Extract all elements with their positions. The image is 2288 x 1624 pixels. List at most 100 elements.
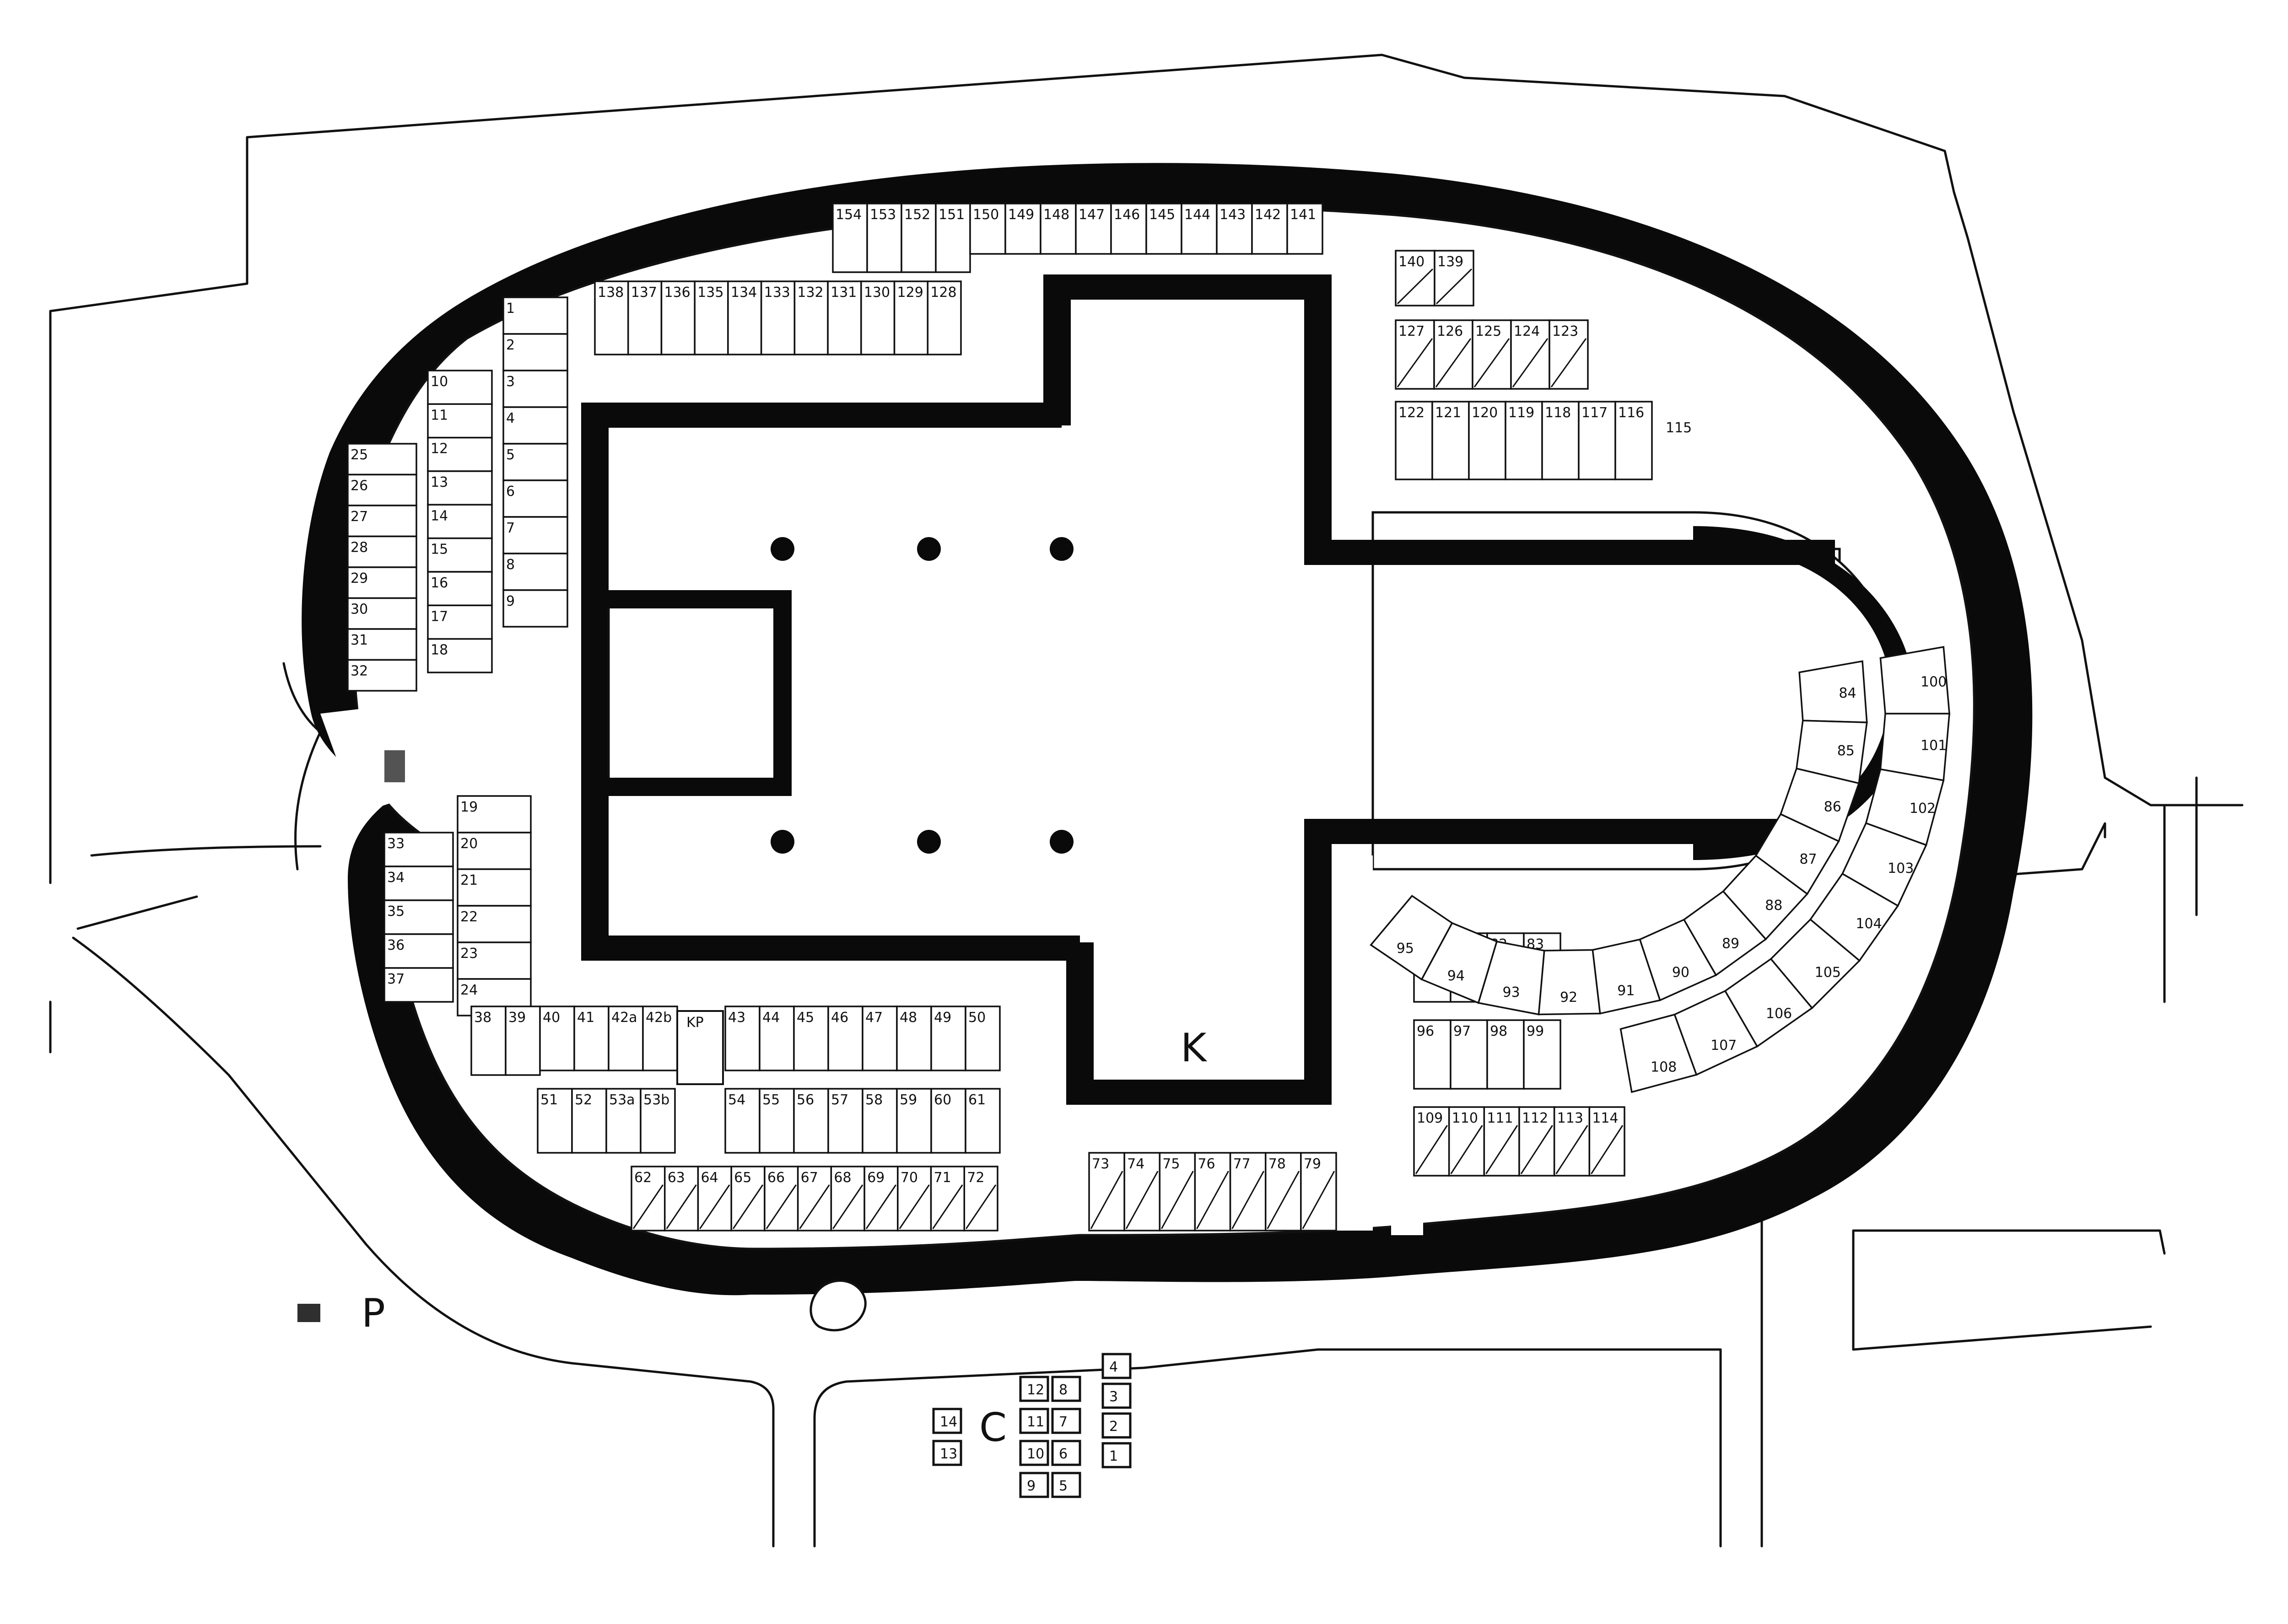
grave-plot[interactable] [347,505,417,538]
square-plot[interactable]: 10 [1019,1440,1049,1466]
square-plot[interactable]: 7 [1051,1408,1081,1434]
grave-plot[interactable] [927,280,962,355]
grave-plot[interactable] [642,1006,678,1071]
grave-plot[interactable] [537,1088,573,1154]
grave-plot[interactable] [1505,401,1543,480]
grave-plot[interactable] [1541,401,1580,480]
grave-plot[interactable] [457,941,532,980]
grave-plot[interactable] [1413,1019,1452,1090]
square-plot[interactable]: 14 [932,1408,962,1434]
grave-plot[interactable] [631,1166,666,1231]
grave-plot[interactable] [383,899,454,935]
grave-plot[interactable] [1434,250,1474,307]
grave-plot[interactable] [427,571,493,607]
grave-plot[interactable] [963,1166,998,1231]
square-plot[interactable]: 11 [1019,1408,1049,1434]
grave-plot[interactable] [1549,319,1589,390]
grave-plot[interactable] [1483,1106,1520,1177]
grave-plot[interactable] [1798,660,1868,724]
grave-plot[interactable] [896,1006,932,1071]
square-plot[interactable]: 12 [1019,1376,1049,1402]
grave-plot[interactable] [863,1166,899,1231]
square-plot[interactable]: 2 [1101,1412,1132,1439]
grave-plot[interactable] [759,1006,795,1071]
grave-plot[interactable] [427,436,493,472]
grave-plot[interactable] [930,1166,966,1231]
grave-plot[interactable] [640,1088,676,1154]
grave-plot[interactable] [457,868,532,907]
grave-plot[interactable] [827,1088,863,1154]
grave-plot[interactable] [1518,1106,1555,1177]
grave-plot[interactable] [1264,1152,1302,1231]
grave-plot[interactable] [1251,203,1288,255]
grave-plot[interactable] [502,443,568,481]
grave-plot[interactable] [1088,1152,1125,1231]
grave-plot[interactable] [1370,895,1453,981]
grave-plot[interactable] [1040,203,1077,255]
grave-plot[interactable] [760,280,796,355]
square-plot[interactable]: 8 [1051,1376,1081,1402]
grave-plot[interactable] [1486,1019,1525,1090]
grave-plot[interactable] [383,967,454,1003]
grave-plot[interactable] [427,537,493,573]
grave-plot[interactable] [347,659,417,692]
grave-plot[interactable] [427,638,493,673]
grave-plot[interactable] [965,1006,1001,1071]
grave-plot[interactable] [897,1166,932,1231]
grave-plot[interactable] [724,1088,761,1154]
grave-plot[interactable] [793,280,829,355]
grave-plot[interactable] [730,1166,766,1231]
grave-plot[interactable] [866,203,902,273]
grave-plot[interactable] [832,203,868,273]
square-plot[interactable]: 9 [1019,1472,1049,1498]
grave-plot[interactable] [502,406,568,445]
grave-plot[interactable] [502,370,568,408]
grave-plot[interactable] [935,203,971,273]
grave-plot[interactable] [427,470,493,506]
grave-plot[interactable] [901,203,937,273]
grave-plot[interactable] [502,589,568,628]
grave-plot[interactable] [502,479,568,518]
grave-plot[interactable] [1395,401,1433,480]
grave-plot[interactable] [1510,319,1550,390]
square-plot[interactable]: 13 [932,1440,962,1466]
grave-plot[interactable] [1159,1152,1196,1231]
grave-plot[interactable] [724,1006,761,1071]
grave-plot[interactable] [759,1088,795,1154]
grave-plot[interactable] [1578,401,1616,480]
grave-plot[interactable] [571,1088,607,1154]
grave-plot[interactable] [1300,1152,1337,1231]
grave-plot[interactable] [347,535,417,568]
grave-plot[interactable] [505,1006,541,1076]
square-plot[interactable]: 1 [1101,1442,1132,1468]
grave-plot[interactable] [1614,401,1653,480]
grave-plot[interactable] [827,1006,863,1071]
grave-plot[interactable] [727,280,762,355]
grave-plot[interactable] [1145,203,1182,255]
grave-plot[interactable] [347,597,417,630]
grave-plot[interactable] [793,1006,829,1071]
grave-plot[interactable] [502,516,568,554]
grave-plot[interactable] [539,1006,575,1071]
grave-plot[interactable] [1431,401,1470,480]
grave-plot[interactable] [1619,1013,1698,1093]
grave-plot[interactable] [502,333,568,371]
grave-plot[interactable] [1413,1106,1450,1177]
grave-plot[interactable] [1523,1019,1561,1090]
grave-plot[interactable] [1448,1106,1485,1177]
grave-plot[interactable] [697,1166,732,1231]
grave-plot[interactable] [427,370,493,405]
grave-plot[interactable] [965,1088,1001,1154]
grave-plot[interactable] [793,1088,829,1154]
square-plot[interactable]: 5 [1051,1472,1081,1498]
grave-plot[interactable] [1395,250,1435,307]
grave-plot[interactable] [605,1088,642,1154]
square-plot[interactable]: 4 [1101,1353,1132,1379]
grave-plot[interactable] [627,280,663,355]
grave-plot[interactable] [1123,1152,1161,1231]
grave-plot[interactable] [502,553,568,591]
grave-plot[interactable] [457,795,532,834]
grave-plot[interactable] [862,1088,898,1154]
grave-plot[interactable] [862,1006,898,1071]
grave-plot[interactable] [1229,1152,1267,1231]
